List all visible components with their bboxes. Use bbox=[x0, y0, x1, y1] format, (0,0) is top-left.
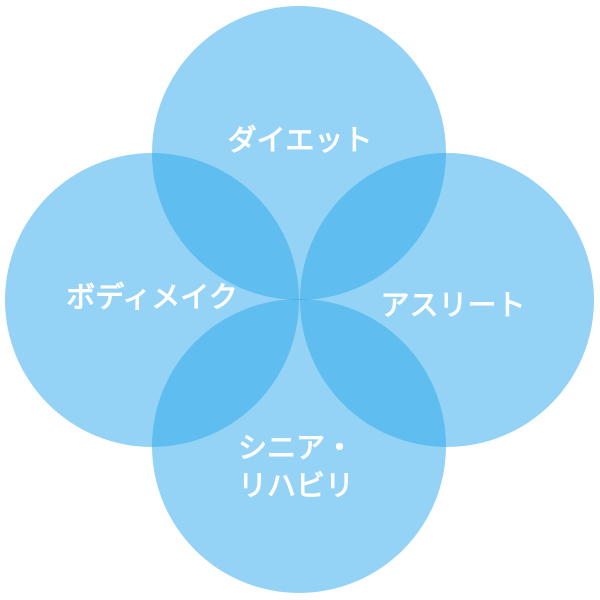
label-bodymake: ボディメイク bbox=[66, 280, 238, 315]
label-senior-rehab: シニア・ リハビリ bbox=[238, 429, 354, 504]
label-senior-line2: リハビリ bbox=[237, 468, 355, 502]
label-athlete: アスリート bbox=[380, 288, 526, 323]
label-diet: ダイエット bbox=[227, 123, 373, 158]
circle-bodymake bbox=[5, 153, 299, 447]
label-senior-line1: シニア・ bbox=[237, 430, 355, 465]
